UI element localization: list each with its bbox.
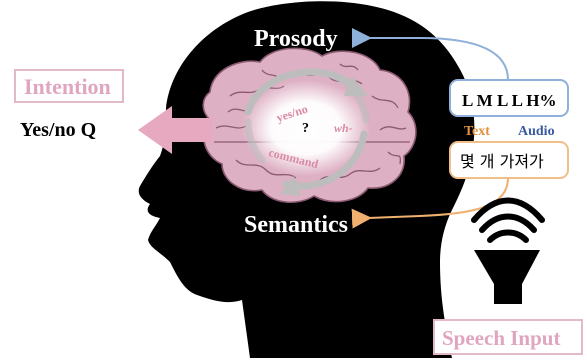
brain-center-glow: [242, 80, 370, 176]
prosody-label: Prosody: [254, 26, 338, 52]
audio-label: Audio: [518, 124, 555, 139]
intention-title: Intention: [24, 74, 111, 99]
intention-arrow: [138, 106, 212, 154]
text-label: Text: [464, 124, 490, 139]
brain-wh-text: wh-: [334, 121, 353, 135]
speaker-icon: [471, 197, 545, 304]
cycle-arrowhead-top: [344, 76, 368, 96]
brain-question-mark: ?: [302, 121, 309, 136]
prosody-connector-arrow: [352, 28, 509, 81]
korean-text: 몇 개 가져가: [460, 152, 544, 171]
semantics-connector-arrow: [351, 177, 509, 229]
semantics-label: Semantics: [244, 212, 348, 238]
intention-box: [14, 69, 124, 103]
intention-value: Yes/no Q: [20, 119, 96, 141]
speech-input-box: [433, 319, 583, 355]
speech-input-label: Speech Input: [442, 326, 560, 350]
tones-text: L M L L H%: [462, 91, 556, 110]
cycle-arrowhead-bottom: [280, 176, 300, 196]
